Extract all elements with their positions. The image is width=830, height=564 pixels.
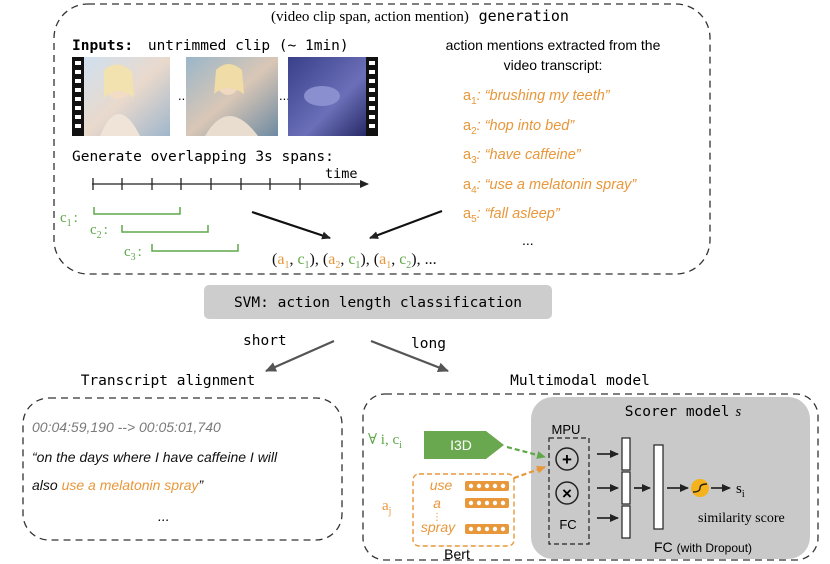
- clip-span-c2: [121, 225, 209, 233]
- transcript-more: ...: [158, 508, 170, 524]
- bert-box: [412, 473, 515, 547]
- top-panel-title-serif: (video clip span, action mention): [271, 9, 469, 25]
- bert-vdots: ⋮: [432, 512, 442, 523]
- mention-a5: a5: “fall asleep”: [463, 206, 561, 225]
- spans-text: Generate overlapping 3s spans:: [72, 149, 334, 165]
- bert-embeddings: [465, 481, 509, 534]
- frames-ellipsis: ...: [178, 88, 189, 103]
- fc-bottom-label: FC(with Dropout): [654, 539, 752, 555]
- time-label: time: [325, 166, 358, 182]
- times-symbol: ×: [562, 484, 572, 503]
- clip-label-c3: c3:: [124, 244, 142, 263]
- arrow-long: [370, 339, 449, 373]
- clip-spans: c1: c2: c3:: [60, 207, 239, 263]
- transcript-box: [22, 397, 343, 541]
- concat-features: [621, 437, 631, 539]
- mentions-list: a1: “brushing my teeth” a2: “hop into be…: [463, 88, 637, 225]
- transcript-timestamp: 00:04:59,190 --> 00:05:01,740: [32, 419, 221, 435]
- multimodal-title: Multimodal model: [510, 373, 650, 389]
- top-panel-border: [53, 3, 711, 275]
- frames-ellipsis-2: ...: [279, 88, 290, 103]
- mention-a1: a1: “brushing my teeth”: [463, 88, 611, 107]
- fc-layer-bar: [653, 444, 664, 530]
- times-icon: [555, 481, 579, 505]
- inputs-line: Inputs: untrimmed clip (~ 1min): [72, 38, 349, 54]
- clip-span-c3: [151, 244, 239, 252]
- svm-box: [204, 285, 552, 319]
- bert-token-use: use: [430, 477, 453, 493]
- svm-label: SVM: action length classification: [234, 295, 522, 311]
- timeline-axis: [92, 178, 369, 190]
- output-label: si: [736, 481, 745, 500]
- mpu-box: [548, 437, 590, 545]
- mentions-more: ...: [522, 232, 534, 248]
- branch-short-label: short: [243, 333, 287, 349]
- transcript-quote-line2: also use a melatonin spray”: [32, 477, 205, 493]
- multimodal-box: [362, 393, 819, 561]
- mentions-heading-2: video transcript:: [504, 57, 603, 73]
- fc-small-label: FC: [559, 517, 576, 532]
- arrow-i3d-to-mpu: [506, 445, 546, 459]
- branch-long-label: long: [411, 336, 446, 352]
- aj-label: aj: [382, 498, 391, 517]
- plus-icon: [555, 447, 579, 471]
- arrow-mentions-to-pairs: [369, 209, 443, 240]
- bert-token-a: a: [433, 495, 441, 511]
- arrow-bert-to-mpu: [513, 465, 546, 480]
- clip-label-c2: c2:: [90, 222, 108, 241]
- top-panel-title: (video clip span, action mention) genera…: [271, 7, 569, 25]
- arrow-clips-to-pairs: [251, 210, 331, 240]
- mentions-heading-1: action mentions extracted from the: [446, 37, 661, 53]
- top-panel-title-mono: generation: [479, 7, 569, 25]
- plus-symbol: +: [562, 450, 572, 469]
- i3d-label: I3D: [450, 437, 472, 453]
- clip-label-c1: c1:: [60, 210, 78, 229]
- similarity-label: similarity score: [698, 511, 785, 526]
- transcript-quote-line1: “on the days where I have caffeine I wil…: [32, 449, 278, 465]
- inputs-label: Inputs:: [72, 38, 133, 54]
- mention-a3: a3: “have caffeine”: [463, 147, 582, 166]
- mpu-label: MPU: [552, 422, 581, 437]
- mention-a2: a2: “hop into bed”: [463, 118, 575, 137]
- clip-span-c1: [93, 207, 181, 215]
- arrow-short: [265, 339, 335, 373]
- film-strip: ... ...: [72, 57, 378, 136]
- pairs-line: (a1, c1), (a2, c1), (a1, c2), ...: [272, 251, 437, 271]
- bert-token-spray: spray: [421, 519, 456, 535]
- forall-label: ∀ i, ci: [368, 432, 402, 451]
- i3d-block: [424, 431, 504, 459]
- inputs-text: untrimmed clip (~ 1min): [148, 38, 349, 54]
- bert-label: Bert: [444, 546, 470, 562]
- mention-a4: a4: “use a melatonin spray”: [463, 177, 637, 196]
- transcript-title: Transcript alignment: [81, 373, 256, 389]
